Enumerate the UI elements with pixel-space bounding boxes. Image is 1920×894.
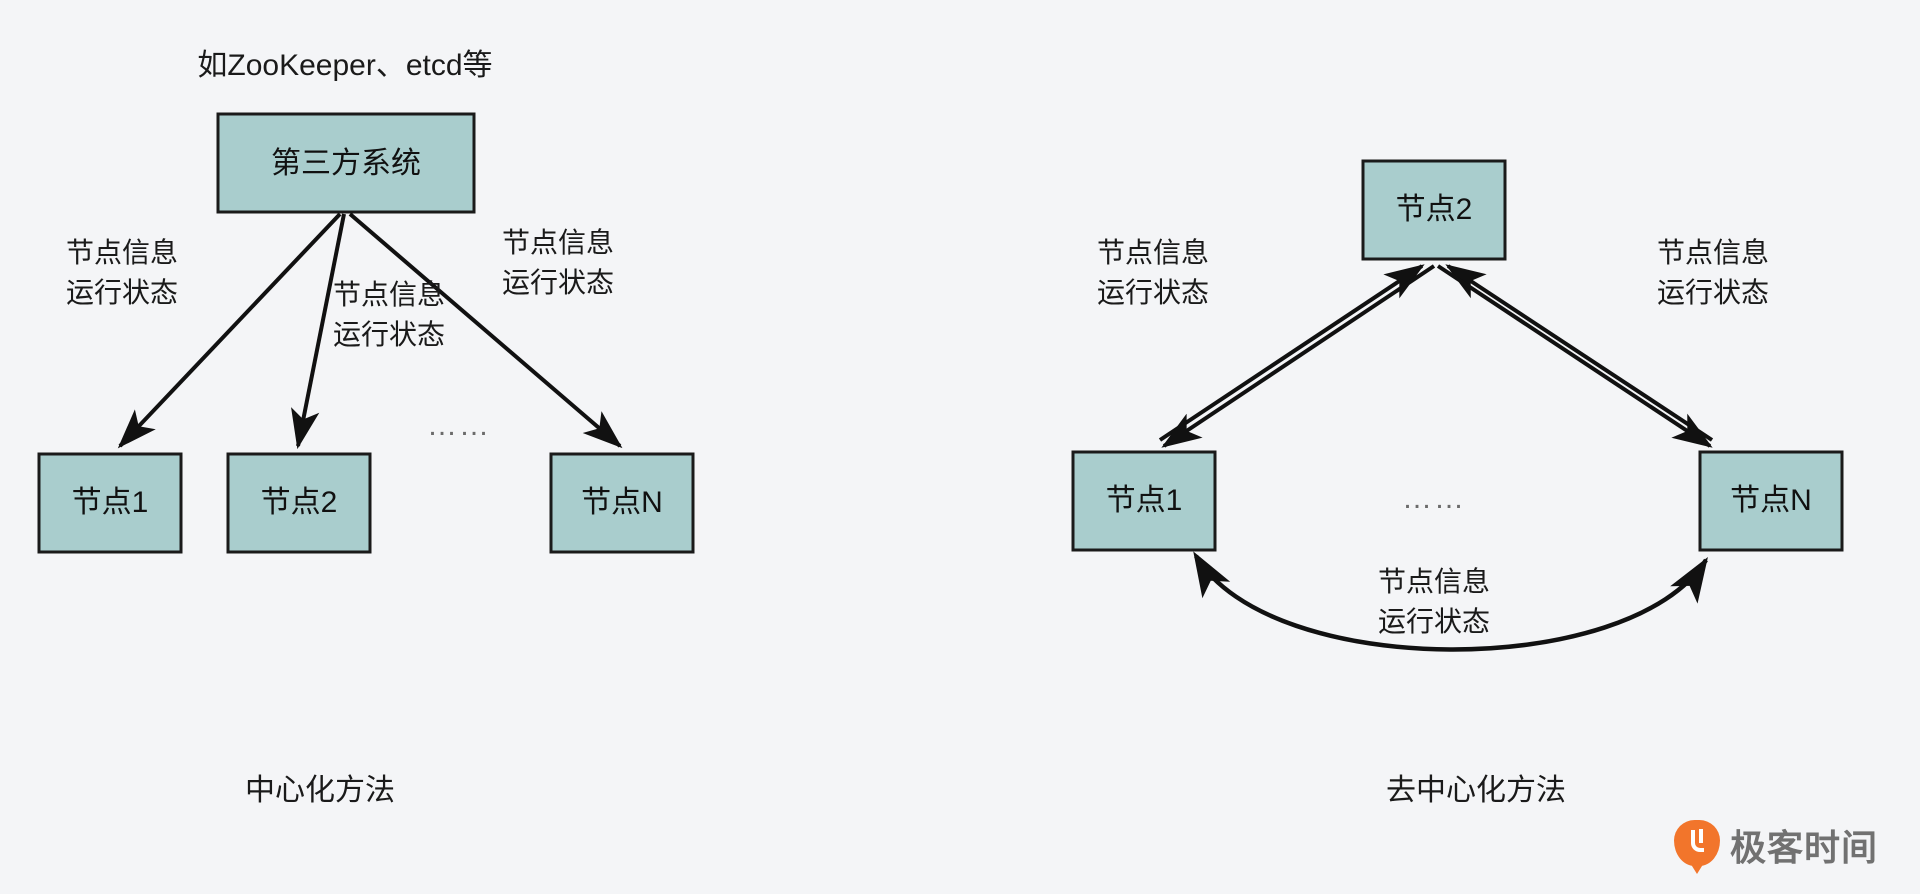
logo-hook-shape [1690,830,1704,852]
node-box-2-label: 节点2 [261,486,338,519]
edge-label-right-line2: 运行状态 [502,267,614,298]
right-edge-label-left-line2: 运行状态 [1097,277,1209,308]
left-panel-title: 如ZooKeeper、etcd等 [197,49,492,82]
right-top-node-box[interactable]: 节点2 [1361,159,1507,261]
right-panel-group: 节点2 节点信息 运行状态 节点信息 运行状态 节点1 …… [1071,159,1844,807]
right-top-node-rect[interactable] [1361,159,1507,261]
right-edge-label-arc-line1: 节点信息 [1378,566,1490,597]
watermark: 极客时间 [1673,820,1878,876]
edge-top-to-node1 [1161,264,1436,448]
edge-top-to-nodeN [1436,264,1713,448]
hub-box-rect[interactable] [216,112,476,214]
edge-label-left-line1: 节点信息 [66,237,178,268]
right-edge-label-left: 节点信息 运行状态 [1097,237,1209,308]
right-panel-ellipsis: …… [1402,482,1466,515]
right-edge-label-right-line2: 运行状态 [1657,277,1769,308]
edge-label-middle-line1: 节点信息 [333,279,445,310]
node-box-1-label: 节点1 [72,486,149,519]
edge-hub-to-node1 [117,212,342,449]
edge-label-middle: 节点信息 运行状态 [333,279,445,350]
right-node-box-1-rect[interactable] [1071,450,1217,552]
right-node-box-1-label: 节点1 [1106,484,1183,517]
edge-peer-arc [1193,551,1708,652]
node-box-2[interactable]: 节点2 [226,452,372,554]
edge-label-right-line1: 节点信息 [502,227,614,258]
geekbang-logo-icon [1673,820,1720,876]
right-node-box-n-rect[interactable] [1698,450,1844,552]
right-edge-label-right: 节点信息 运行状态 [1657,237,1769,308]
logo-hook-top-shape [1698,829,1703,843]
node-box-n-rect[interactable] [549,452,695,554]
left-panel-group: 如ZooKeeper、etcd等 第三方系统 节点信息 运行状态 节点信息 运行… [37,49,695,807]
right-edge-label-left-line1: 节点信息 [1097,237,1209,268]
node-box-n[interactable]: 节点N [549,452,695,554]
watermark-text: 极客时间 [1729,827,1878,868]
right-node-box-n-label: 节点N [1730,484,1812,517]
left-panel-ellipsis: …… [427,409,491,442]
right-node-box-1[interactable]: 节点1 [1071,450,1217,552]
edge-label-left: 节点信息 运行状态 [66,237,178,308]
node-box-1[interactable]: 节点1 [37,452,183,554]
edge-label-middle-line2: 运行状态 [333,319,445,350]
node-box-2-rect[interactable] [226,452,372,554]
node-box-1-rect[interactable] [37,452,183,554]
edge-nodeN-to-top [1445,264,1714,442]
right-panel-caption: 去中心化方法 [1386,774,1566,807]
right-top-node-label: 节点2 [1396,193,1473,226]
edge-label-left-line2: 运行状态 [66,277,178,308]
hub-box[interactable]: 第三方系统 [216,112,476,214]
edge-hub-to-node2 [291,213,346,450]
edge-node1-to-top [1158,264,1425,442]
left-panel-caption: 中心化方法 [245,774,395,807]
right-node-box-n[interactable]: 节点N [1698,450,1844,552]
right-edge-label-right-line1: 节点信息 [1657,237,1769,268]
node-box-n-label: 节点N [581,486,663,519]
hub-box-label: 第三方系统 [271,147,421,180]
right-edge-label-arc-line2: 运行状态 [1378,606,1490,637]
edge-hub-to-nodeN [348,212,623,449]
edge-label-right: 节点信息 运行状态 [502,227,614,298]
right-edge-label-arc: 节点信息 运行状态 [1378,566,1490,637]
